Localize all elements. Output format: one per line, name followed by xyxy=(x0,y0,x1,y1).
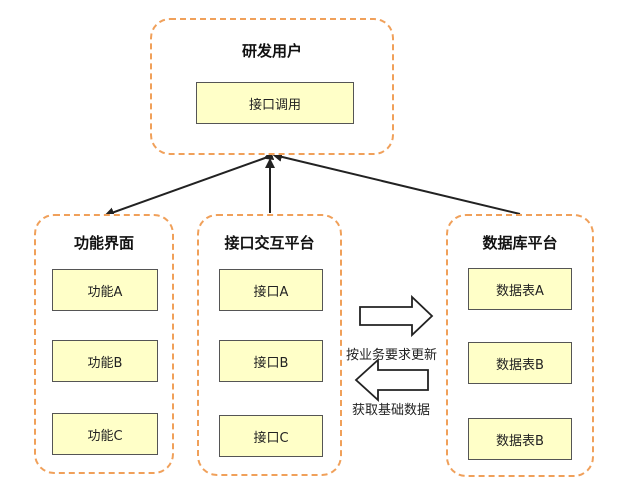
block-arrow-right xyxy=(359,294,434,338)
group-title-database-platform: 数据库平台 xyxy=(482,234,558,252)
group-function-ui: 功能界面 功能A 功能B 功能C xyxy=(34,214,174,474)
box-table-a: 数据表A xyxy=(468,268,572,310)
box-table-b: 数据表B xyxy=(468,342,572,384)
group-title-dev-user: 研发用户 xyxy=(241,42,302,60)
box-function-b: 功能B xyxy=(52,340,158,382)
box-interface-c: 接口C xyxy=(219,415,323,457)
box-function-a: 功能A xyxy=(52,269,158,311)
box-interface-b: 接口B xyxy=(219,340,323,382)
group-dev-user: 研发用户 接口调用 xyxy=(150,18,394,155)
group-database-platform: 数据库平台 数据表A 数据表B 数据表B xyxy=(446,214,594,477)
label-update-by-business: 按业务要求更新 xyxy=(346,348,438,363)
group-title-function-ui: 功能界面 xyxy=(73,234,134,252)
box-api-call: 接口调用 xyxy=(196,82,354,124)
arrow-function-to-user xyxy=(104,150,275,218)
group-interface-platform: 接口交互平台 接口A 接口B 接口C xyxy=(197,214,342,476)
label-fetch-base-data: 获取基础数据 xyxy=(352,403,431,418)
group-title-interface-platform: 接口交互平台 xyxy=(224,234,315,252)
box-table-b-2: 数据表B xyxy=(468,418,572,460)
arrow-database-to-user xyxy=(272,152,521,215)
block-arrow-left xyxy=(354,357,429,403)
box-interface-a: 接口A xyxy=(219,269,323,311)
box-function-c: 功能C xyxy=(52,413,158,455)
